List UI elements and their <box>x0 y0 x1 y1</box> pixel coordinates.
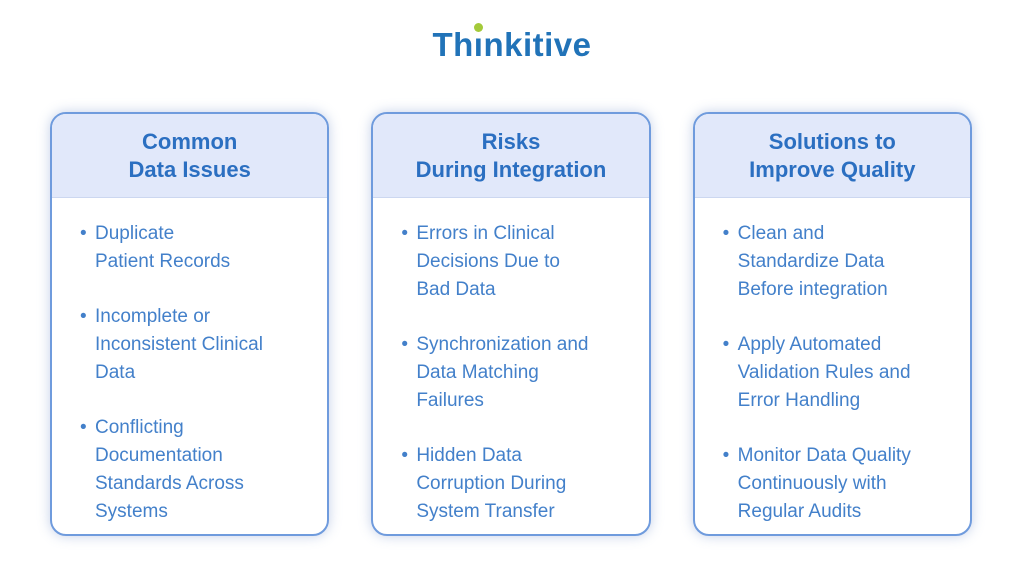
bullet-icon: • <box>401 445 408 466</box>
card-common-data-issues: Common Data Issues • Duplicate Patient R… <box>50 112 330 536</box>
list-item: • Incomplete or Inconsistent Clinical Da… <box>80 303 313 387</box>
bullet-text: Conflicting Documentation Standards Acro… <box>95 417 244 522</box>
list-item: • Monitor Data Quality Continuously with… <box>723 442 956 526</box>
list-item: • Hidden Data Corruption During System T… <box>401 442 634 526</box>
card-header: Risks During Integration <box>373 114 649 198</box>
logo-letter-i: ı <box>473 23 484 64</box>
list-item: • Synchronization and Data Matching Fail… <box>401 331 634 415</box>
logo-text-post: nkitive <box>483 26 592 63</box>
bullet-icon: • <box>80 417 87 438</box>
logo-i-dot-icon <box>474 23 484 32</box>
bullet-text: Incomplete or Inconsistent Clinical Data <box>95 306 263 383</box>
list-item: • Apply Automated Validation Rules and E… <box>723 331 956 415</box>
bullet-icon: • <box>80 223 87 244</box>
bullet-icon: • <box>401 223 408 244</box>
card-body: • Errors in Clinical Decisions Due to Ba… <box>373 198 648 534</box>
card-body: • Clean and Standardize Data Before inte… <box>695 198 970 534</box>
card-header: Solutions to Improve Quality <box>694 114 970 198</box>
list-item: • Conflicting Documentation Standards Ac… <box>80 414 313 526</box>
bullet-text: Hidden Data Corruption During System Tra… <box>416 445 567 522</box>
list-item: • Clean and Standardize Data Before inte… <box>723 220 956 304</box>
card-title: Common Data Issues <box>128 128 251 182</box>
list-item: • Errors in Clinical Decisions Due to Ba… <box>401 220 634 304</box>
bullet-icon: • <box>401 334 408 355</box>
bullet-text: Duplicate Patient Records <box>95 223 231 272</box>
card-risks-during-integration: Risks During Integration • Errors in Cli… <box>371 112 651 536</box>
cards-row: Common Data Issues • Duplicate Patient R… <box>50 112 972 536</box>
logo-text-pre: Th <box>432 26 474 63</box>
logo-i-stem: ı <box>473 26 484 63</box>
bullet-text: Clean and Standardize Data Before integr… <box>737 223 888 300</box>
card-title: Solutions to Improve Quality <box>749 128 916 182</box>
bullet-icon: • <box>722 223 730 244</box>
card-header: Common Data Issues <box>52 114 328 198</box>
card-solutions-to-improve-quality: Solutions to Improve Quality • Clean and… <box>692 112 972 536</box>
list-item: • Duplicate Patient Records <box>80 220 313 276</box>
bullet-text: Synchronization and Data Matching Failur… <box>416 334 589 411</box>
bullet-text: Apply Automated Validation Rules and Err… <box>737 334 911 411</box>
bullet-icon: • <box>722 334 730 355</box>
bullet-text: Errors in Clinical Decisions Due to Bad … <box>416 223 560 300</box>
card-body: • Duplicate Patient Records • Incomplete… <box>52 198 327 534</box>
bullet-text: Monitor Data Quality Continuously with R… <box>737 445 911 522</box>
card-title: Risks During Integration <box>415 128 607 182</box>
bullet-icon: • <box>80 306 87 327</box>
bullet-icon: • <box>722 445 730 466</box>
